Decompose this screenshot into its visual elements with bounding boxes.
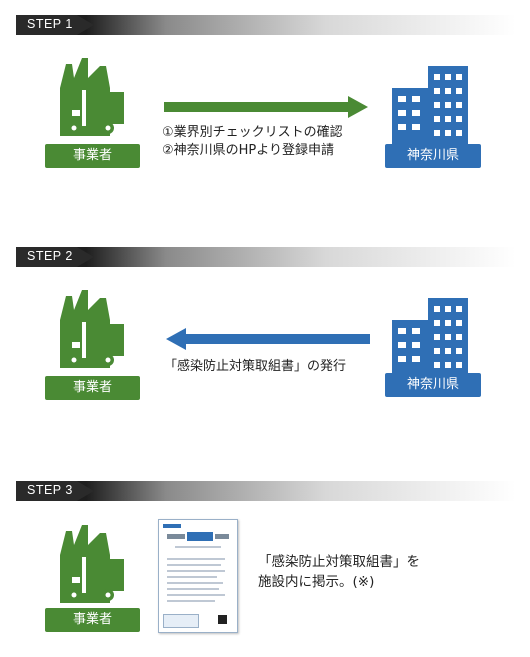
step-2-label: STEP 2	[27, 249, 73, 263]
step-1-prefecture-label: 神奈川県	[385, 144, 481, 168]
step-3-tab	[16, 481, 94, 501]
step-1-business-label: 事業者	[45, 144, 140, 168]
step-2-tab	[16, 247, 94, 267]
arrow-left-icon	[166, 328, 370, 350]
step-3-label: STEP 3	[27, 483, 73, 497]
step-3-header: STEP 3	[16, 481, 516, 501]
step-1-desc-line-2: ②神奈川県のHPより登録申請	[162, 143, 335, 158]
step-3-bar	[16, 481, 516, 501]
arrow-right-icon	[164, 96, 368, 118]
step-3-desc-line-1: 「感染防止対策取組書」を	[258, 554, 420, 570]
step-3-desc-line-2: 施設内に掲示。(※)	[258, 574, 375, 590]
step-2-business-label: 事業者	[45, 376, 140, 400]
qr-code-icon	[215, 612, 230, 627]
step-3-description: 「感染防止対策取組書」を 施設内に掲示。(※)	[258, 552, 420, 592]
poster-text-line	[167, 588, 219, 590]
step-1-label: STEP 1	[27, 17, 73, 31]
step-3-business-label: 事業者	[45, 608, 140, 632]
office-building-icon	[392, 298, 468, 378]
poster-text-line	[175, 546, 221, 548]
step-1-desc-line-1: ①業界別チェックリストの確認	[162, 125, 343, 140]
poster-title-mark	[167, 532, 229, 541]
certificate-poster-icon	[158, 519, 238, 633]
poster-text-line	[167, 576, 217, 578]
step-1-tab	[16, 15, 94, 35]
poster-header-mark	[163, 524, 181, 528]
factory-truck-icon	[60, 525, 124, 603]
poster-text-line	[167, 594, 225, 596]
step-2-bar	[16, 247, 516, 267]
poster-footer-box	[163, 614, 199, 628]
step-1-header: STEP 1	[16, 15, 516, 35]
poster-text-line	[167, 558, 225, 560]
step-2-prefecture-label: 神奈川県	[385, 373, 481, 397]
step-2-header: STEP 2	[16, 247, 516, 267]
step-2-desc-line-1: 「感染防止対策取組書」の発行	[164, 359, 347, 374]
step-1-bar	[16, 15, 516, 35]
factory-truck-icon	[60, 58, 124, 136]
poster-text-line	[167, 564, 221, 566]
poster-text-line	[167, 570, 225, 572]
factory-truck-icon	[60, 290, 124, 368]
office-building-icon	[392, 66, 468, 146]
poster-text-line	[167, 582, 223, 584]
step-1-description: ①業界別チェックリストの確認 ②神奈川県のHPより登録申請	[162, 124, 343, 160]
step-2-description: 「感染防止対策取組書」の発行	[164, 358, 346, 376]
poster-text-line	[167, 600, 215, 602]
